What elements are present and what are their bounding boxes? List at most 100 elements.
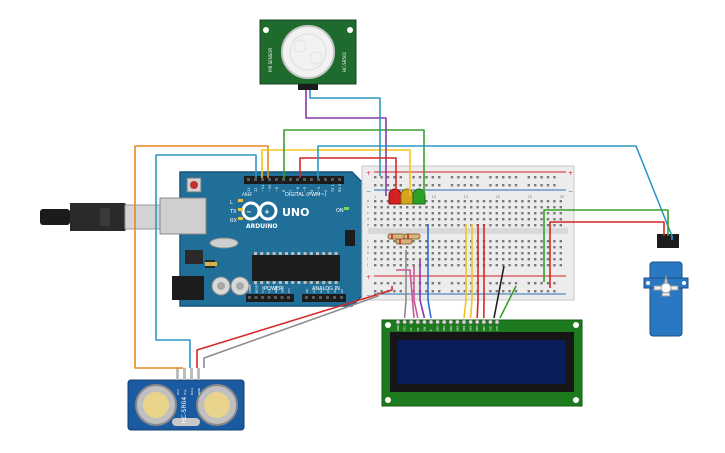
grid-hole xyxy=(508,252,511,255)
on-led-label: ON xyxy=(336,208,344,214)
lcd-pin xyxy=(455,319,460,325)
header-pin xyxy=(305,296,308,299)
grid-hole xyxy=(521,206,524,209)
grid-hole xyxy=(546,252,550,255)
ultrasonic-pin xyxy=(183,368,186,380)
rail-hole xyxy=(386,184,390,187)
chip-leg xyxy=(260,252,264,255)
grid-hole xyxy=(380,240,383,243)
rail-hole xyxy=(527,282,530,285)
rail-hole xyxy=(508,282,511,285)
grid-hole xyxy=(431,258,434,261)
chip-leg xyxy=(303,281,307,284)
header-pin xyxy=(317,178,320,181)
grid-hole xyxy=(425,218,428,221)
grid-hole xyxy=(374,258,377,261)
chip-leg xyxy=(254,281,257,284)
rail-hole xyxy=(463,290,466,293)
header-pin xyxy=(282,178,285,181)
grid-hole xyxy=(425,246,428,249)
icsp-header xyxy=(345,230,355,246)
column-number: 30 xyxy=(560,195,564,199)
grid-hole xyxy=(450,200,454,203)
lcd-pin-label: DB2 xyxy=(449,325,453,331)
rx-led-label: RX xyxy=(230,218,237,224)
grid-hole xyxy=(534,212,537,215)
rail-hole xyxy=(546,290,550,293)
analog-pin-label: A5 xyxy=(340,289,344,293)
grid-hole xyxy=(502,246,505,249)
grid-hole xyxy=(457,224,460,227)
rail-hole xyxy=(540,290,543,293)
ultrasonic-pin-label: Echo xyxy=(190,388,194,395)
rail-hole xyxy=(534,282,537,285)
digital-pin-label: RX 0 xyxy=(338,184,342,192)
grid-hole xyxy=(540,258,543,261)
grid-hole xyxy=(406,264,409,267)
grid-hole xyxy=(393,206,396,209)
digital-pin-label: ~6 xyxy=(296,187,300,192)
header-pin xyxy=(261,296,264,299)
grid-hole xyxy=(521,200,524,203)
grid-hole xyxy=(444,212,447,215)
lcd-pin-label: E xyxy=(429,329,433,331)
grid-hole xyxy=(514,212,518,215)
grid-hole xyxy=(476,212,479,215)
grid-hole xyxy=(399,218,402,221)
rail-hole xyxy=(495,282,498,285)
rail-hole xyxy=(380,176,383,179)
grid-hole xyxy=(438,200,441,203)
grid-hole xyxy=(399,246,402,249)
chip-leg xyxy=(322,281,326,284)
grid-hole xyxy=(412,218,415,221)
grid-hole xyxy=(508,240,511,243)
rail-minus-label: − xyxy=(366,188,371,195)
grid-hole xyxy=(489,246,492,249)
rail-hole xyxy=(431,176,434,179)
power-pin-label: GND xyxy=(281,285,285,293)
grid-hole xyxy=(393,224,396,227)
analog-pin-label: A0 xyxy=(305,289,309,293)
rail-hole xyxy=(418,184,422,187)
grid-hole xyxy=(540,212,543,215)
grid-hole xyxy=(412,224,415,227)
aref-label: AREF xyxy=(242,192,253,197)
grid-hole xyxy=(463,218,466,221)
grid-hole xyxy=(502,218,505,221)
row-letter: c xyxy=(367,211,369,215)
row-letter: b xyxy=(367,205,370,209)
chip-leg xyxy=(278,252,282,255)
grid-hole xyxy=(470,212,473,215)
analog-header xyxy=(302,294,346,302)
rail-hole xyxy=(527,290,530,293)
grid-hole xyxy=(386,246,390,249)
grid-hole xyxy=(553,246,556,249)
rail-hole xyxy=(489,282,492,285)
rail-hole xyxy=(393,184,396,187)
wire-orange xyxy=(134,145,269,369)
row-letter: h xyxy=(367,251,369,255)
l-led-label: L xyxy=(230,200,233,206)
grid-hole xyxy=(444,264,447,267)
wire-green-servo xyxy=(543,209,669,282)
lcd-screen xyxy=(398,340,566,384)
chip-leg xyxy=(272,281,276,284)
grid-hole xyxy=(374,240,377,243)
grid-hole xyxy=(482,212,486,215)
power-pin-label: RESET xyxy=(255,283,259,293)
power-label: POWER xyxy=(264,286,283,292)
grid-hole xyxy=(380,212,383,215)
power-jack xyxy=(172,276,204,300)
rail-hole xyxy=(386,282,390,285)
grid-hole xyxy=(495,246,498,249)
grid-hole xyxy=(489,264,492,267)
lcd-pin-label: RS xyxy=(416,327,420,331)
grid-hole xyxy=(534,200,537,203)
rail-hole xyxy=(534,184,537,187)
rail-hole xyxy=(470,176,473,179)
grid-hole xyxy=(546,246,550,249)
grid-hole xyxy=(527,252,530,255)
grid-hole xyxy=(514,240,518,243)
grid-hole xyxy=(553,200,556,203)
